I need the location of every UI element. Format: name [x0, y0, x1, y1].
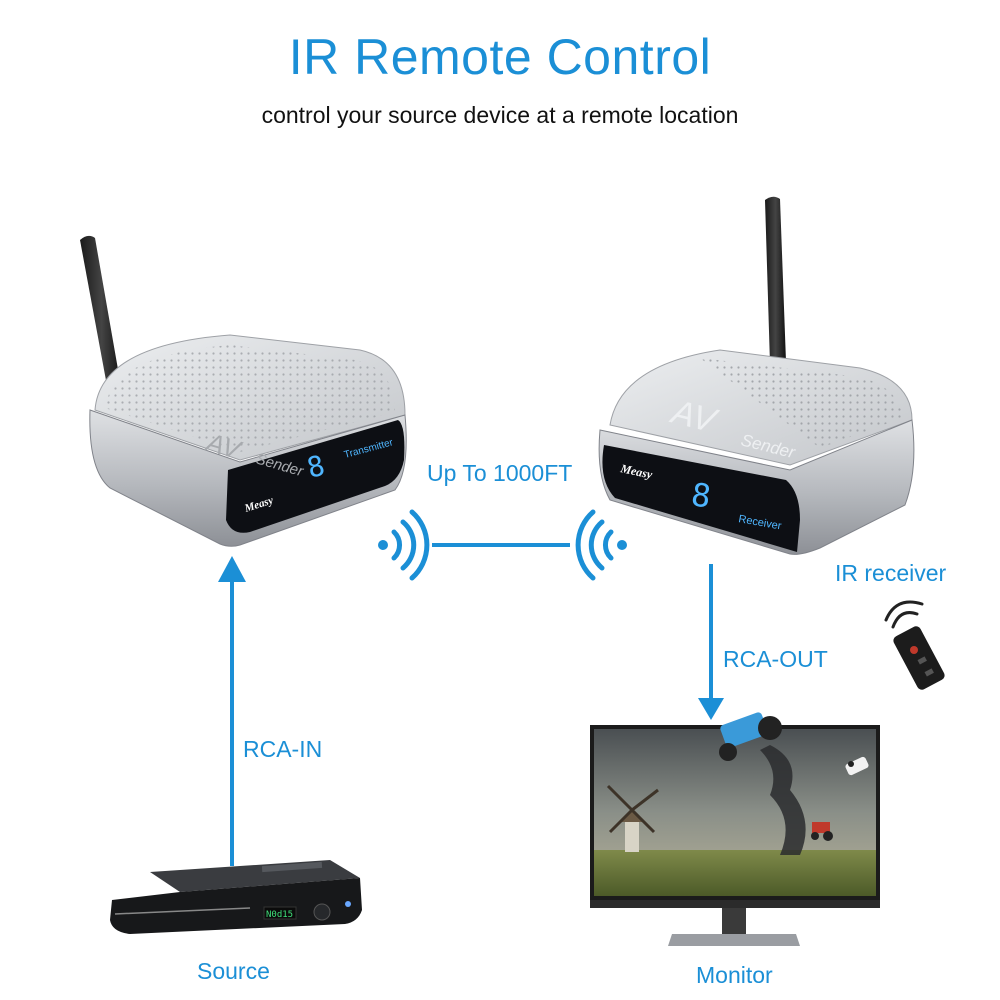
signal-left-wave-2 [400, 519, 417, 571]
rca-in-arrow [218, 556, 246, 866]
signal-right-wave-2 [588, 519, 605, 571]
monitor-device [590, 712, 880, 946]
receiver-antenna [765, 196, 786, 364]
receiver-brand: Measy [618, 461, 654, 482]
signal-right-dot [617, 540, 627, 550]
transmitter-antenna [80, 235, 123, 402]
source-player-device: N0d15 [110, 860, 362, 934]
remote-control-icon [884, 600, 945, 690]
receiver-device: AV Sender Measy 8 Receiver [598, 196, 915, 555]
source-label: Source [197, 958, 270, 984]
wireless-link [378, 509, 627, 581]
signal-right-wave-1 [603, 529, 614, 561]
monitor-stand-base [668, 934, 800, 946]
page-subtitle: control your source device at a remote l… [261, 102, 739, 128]
monitor-label: Monitor [696, 962, 773, 988]
page-title: IR Remote Control [288, 29, 712, 85]
signal-left-wave-1 [391, 529, 402, 561]
rca-out-label: RCA-OUT [723, 646, 828, 672]
signal-right-wave-3 [575, 509, 596, 581]
ir-receiver-label: IR receiver [835, 560, 947, 586]
range-label: Up To 1000FT [427, 460, 573, 486]
rca-in-label: RCA-IN [243, 736, 323, 762]
signal-left-dot [378, 540, 388, 550]
rca-out-arrow [698, 564, 724, 720]
signal-left-wave-3 [409, 509, 430, 581]
transmitter-device: AV Sender 8 Transmitter Measy [80, 235, 407, 547]
player-display-text: N0d15 [266, 910, 293, 920]
